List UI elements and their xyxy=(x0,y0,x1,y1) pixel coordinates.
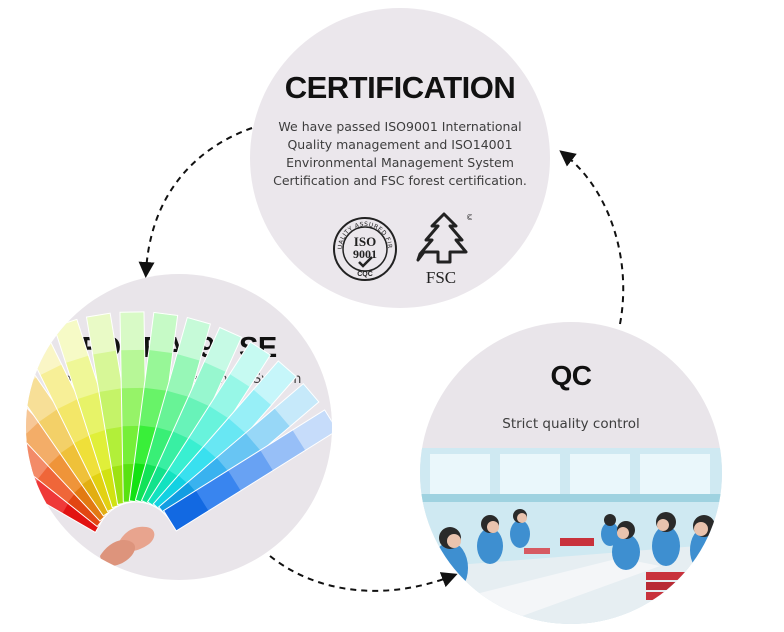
iso-seal-number-text: 9001 xyxy=(353,247,377,261)
qc-title: QC xyxy=(550,360,593,391)
arrow-certification-to-fogra xyxy=(138,127,253,278)
qc-description: Strict quality control xyxy=(502,416,640,432)
certification-title: CERTIFICATION xyxy=(284,70,516,105)
certification-description: We have passed ISO9001 International Qua… xyxy=(273,119,527,188)
fsc-logo-text: FSC xyxy=(426,268,456,286)
iso-9001-seal-icon: QUALITY ASSURED FIRM ISO 9001 CQC xyxy=(332,216,397,281)
arrow-qc-to-certification xyxy=(559,150,625,325)
fogra-circle: FOGRA39L SE Fogra 39L Color Management S… xyxy=(26,274,332,580)
iso-seal-iso-text: ISO xyxy=(354,234,376,249)
factory-workers-photo xyxy=(420,448,722,624)
fsc-registered-mark: © xyxy=(466,213,472,222)
qc-circle: QC Strict quality control xyxy=(420,322,722,624)
fsc-tree-icon: © FSC xyxy=(416,212,472,286)
color-fan-deck-icon xyxy=(26,311,332,566)
iso-seal-bottom-text: CQC xyxy=(357,271,373,278)
certification-circle: CERTIFICATION We have passed ISO9001 Int… xyxy=(250,8,550,308)
